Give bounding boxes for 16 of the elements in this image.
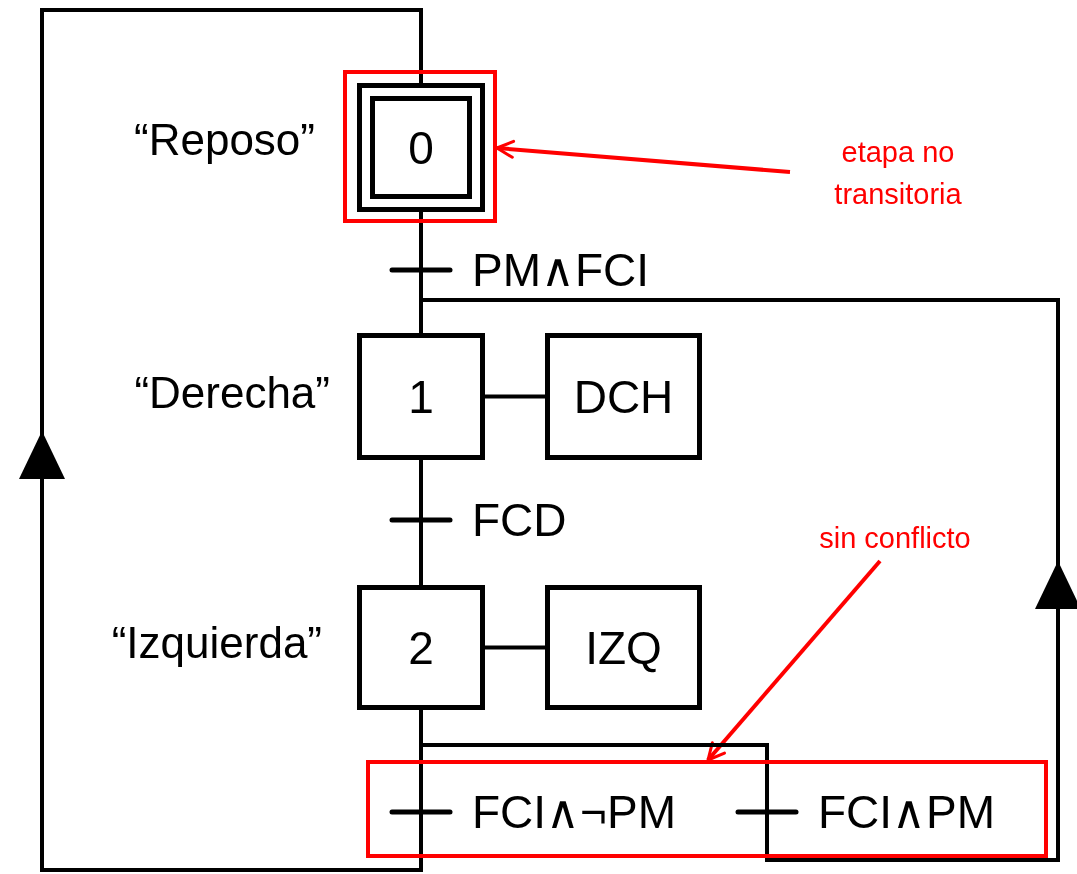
annotation-text: sin conflicto (819, 520, 971, 556)
action-box: IZQ (545, 585, 702, 710)
step-box: 1 (357, 333, 485, 460)
annotation-text: etapa no transitoria (833, 134, 963, 212)
highlight-frame (366, 760, 1048, 858)
highlight-frame (343, 70, 497, 223)
step-box: 2 (357, 585, 485, 710)
transition-condition: FCI∧¬PM (472, 786, 676, 838)
transition-condition: FCD (472, 494, 567, 546)
action-box: DCH (545, 333, 702, 460)
step-name: “Derecha” (134, 368, 330, 418)
transition-condition: FCI∧PM (818, 786, 996, 838)
step-name: “Izquierda” (111, 618, 322, 668)
initial-step-box: 0 (357, 83, 485, 212)
transition-condition: PM∧FCI (472, 244, 650, 296)
step-name: “Reposo” (134, 115, 315, 165)
